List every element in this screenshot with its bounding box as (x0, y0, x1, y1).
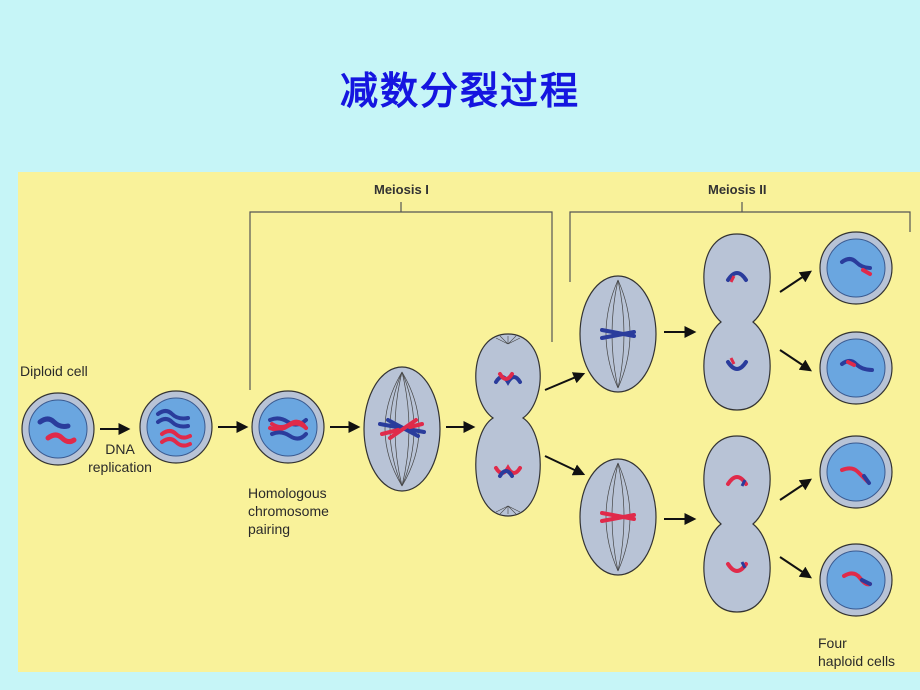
haploid-cell-3 (819, 435, 893, 509)
metaphase-2-cell-bottom (579, 458, 657, 576)
haploid-cell-2 (819, 331, 893, 405)
metaphase-2-cell-top (579, 275, 657, 393)
diploid-cell (21, 392, 95, 466)
meiosis-diagram: Meiosis I Meiosis II Diploid cell DNA re… (18, 172, 920, 672)
meiosis-diagram-drawing (21, 202, 911, 617)
haploid-label-line-1: Four (818, 635, 847, 651)
diploid-cell-label: Diploid cell (20, 363, 88, 379)
slide-title: 减数分裂过程 (339, 68, 580, 113)
meiosis-1-label: Meiosis I (374, 182, 429, 197)
meiosis-2-bracket (569, 211, 911, 282)
anaphase-2-cell-bottom (703, 435, 771, 613)
haploid-label-line-2: haploid cells (818, 653, 896, 669)
metaphase-1-cell (363, 366, 441, 492)
anaphase-1-cell (475, 333, 541, 517)
haploid-cell-4 (819, 543, 893, 617)
pairing-cell (251, 390, 325, 464)
replicated-cell (139, 390, 213, 464)
pairing-label-line-1: Homologous (248, 485, 327, 501)
pairing-label-line-3: pairing (248, 521, 291, 537)
meiosis-2-label: Meiosis II (708, 182, 767, 197)
anaphase-2-cell-top (703, 233, 771, 411)
dna-replication-label-line-2: replication (88, 459, 152, 475)
dna-replication-label-line-1: DNA (105, 441, 135, 457)
haploid-cell-1 (819, 231, 893, 305)
pairing-label-line-2: chromosome (248, 503, 329, 519)
